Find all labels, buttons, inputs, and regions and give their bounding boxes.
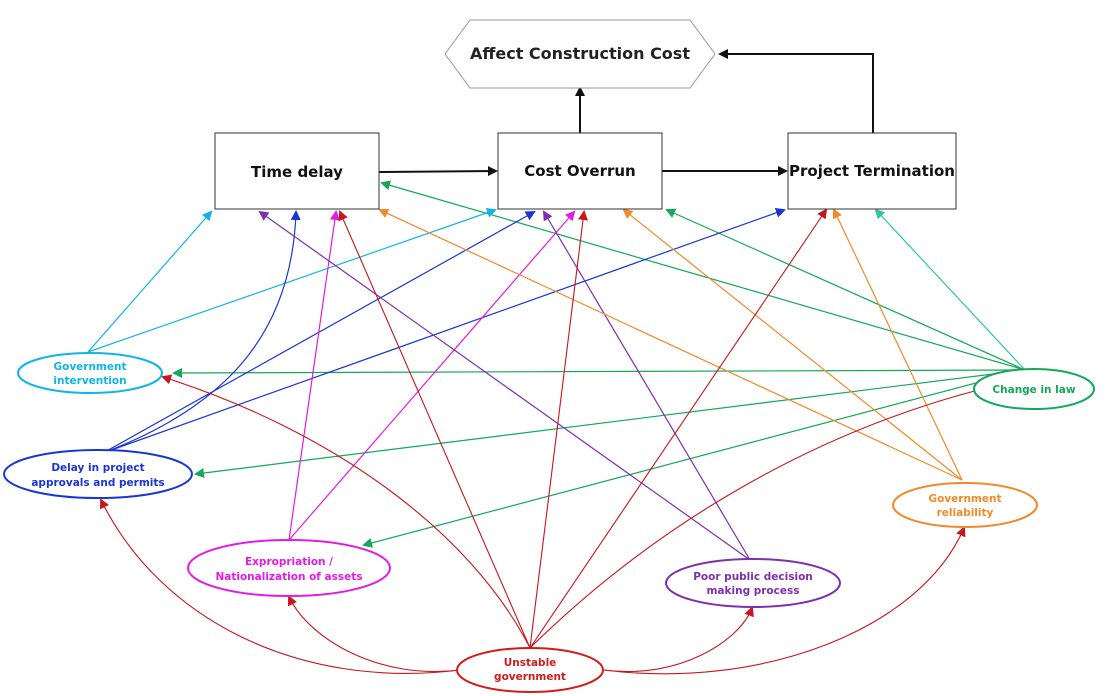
arrow-unstable-to-change-in-law (529, 385, 988, 649)
gov-reliability-label-1: Government (928, 493, 1001, 505)
arrow-intervention-to-time-delay (87, 210, 213, 353)
expropriation-arrows (288, 210, 576, 541)
change-in-law-node: Change in law (973, 368, 1095, 410)
arrow-unstable-to-poor-decision (603, 606, 754, 672)
arrow-approvals-to-time-delay (102, 210, 301, 454)
gov-intervention-label-2: intervention (53, 375, 126, 387)
gov-reliability-node: Government reliability (892, 482, 1038, 528)
arrow-expropriation-to-time-delay (288, 210, 340, 541)
arrow-law-to-termination (874, 208, 1026, 371)
delay-approvals-node: Delay in project approvals and permits (3, 449, 193, 499)
arrow-expropriation-to-cost-overrun (288, 210, 576, 541)
arrow-law-to-cost-overrun (665, 208, 1026, 371)
change-in-law-label: Change in law (992, 384, 1075, 396)
change-in-law-arrows (172, 180, 1026, 548)
gov-intervention-label-1: Government (53, 361, 126, 373)
expropriation-label-1: Expropriation / (245, 556, 333, 568)
arrow-unstable-to-expropriation (288, 595, 461, 672)
delay-approvals-arrows (102, 207, 786, 454)
gov-intervention-node: Government intervention (17, 352, 163, 394)
affect-construction-cost-label: Affect Construction Cost (470, 44, 690, 63)
arrow-unstable-to-gov-reliability (603, 526, 966, 675)
poor-decision-arrows (258, 210, 751, 561)
project-termination-label: Project Termination (789, 162, 955, 180)
arrow-law-to-gov-intervention (172, 367, 1026, 378)
delay-approvals-label-1: Delay in project (51, 462, 144, 474)
arrow-reliability-to-time-delay (378, 208, 963, 481)
arrow-law-to-time-delay (380, 180, 1026, 371)
arrow-intervention-to-cost-overrun (87, 207, 497, 353)
arrow-termination-to-affect-cost (718, 49, 874, 133)
affect-construction-cost-node: Affect Construction Cost (444, 19, 716, 89)
arrow-time-delay-to-cost-overrun (378, 166, 498, 177)
poor-decision-label-1: Poor public decision (693, 571, 813, 583)
arrow-unstable-to-cost-overrun (529, 210, 588, 649)
cost-overrun-node: Cost Overrun (497, 132, 663, 210)
delay-approvals-label-2: approvals and permits (31, 477, 164, 489)
cost-overrun-label: Cost Overrun (524, 162, 636, 180)
unstable-gov-node: Unstable government (456, 647, 604, 693)
main-flow-arrows (378, 49, 874, 177)
arrow-reliability-to-termination (832, 208, 963, 481)
time-delay-label: Time delay (251, 163, 343, 181)
time-delay-node: Time delay (214, 132, 380, 210)
expropriation-node: Expropriation / Nationalization of asset… (187, 539, 391, 597)
gov-reliability-arrows (378, 208, 963, 481)
arrow-decision-to-cost-overrun (542, 210, 751, 561)
unstable-gov-label-2: government (494, 671, 566, 683)
arrow-approvals-to-termination (102, 207, 786, 454)
gov-intervention-arrows (87, 207, 497, 353)
poor-decision-node: Poor public decision making process (665, 558, 841, 608)
arrow-unstable-to-delay-approvals (100, 498, 461, 674)
expropriation-label-2: Nationalization of assets (215, 571, 362, 583)
arrow-reliability-to-cost-overrun (622, 208, 963, 481)
unstable-gov-arrows (100, 208, 988, 675)
arrow-law-to-expropriation (362, 369, 1026, 548)
project-termination-node: Project Termination (787, 132, 957, 210)
arrow-law-to-delay-approvals (194, 369, 1026, 478)
gov-reliability-label-2: reliability (937, 507, 994, 519)
arrow-unstable-to-termination (529, 208, 828, 649)
arrow-unstable-to-time-delay (338, 210, 531, 649)
arrow-unstable-to-gov-intervention (161, 374, 531, 649)
poor-decision-label-2: making process (706, 585, 799, 597)
unstable-gov-label-1: Unstable (504, 657, 557, 669)
arrow-decision-to-time-delay (258, 210, 751, 561)
